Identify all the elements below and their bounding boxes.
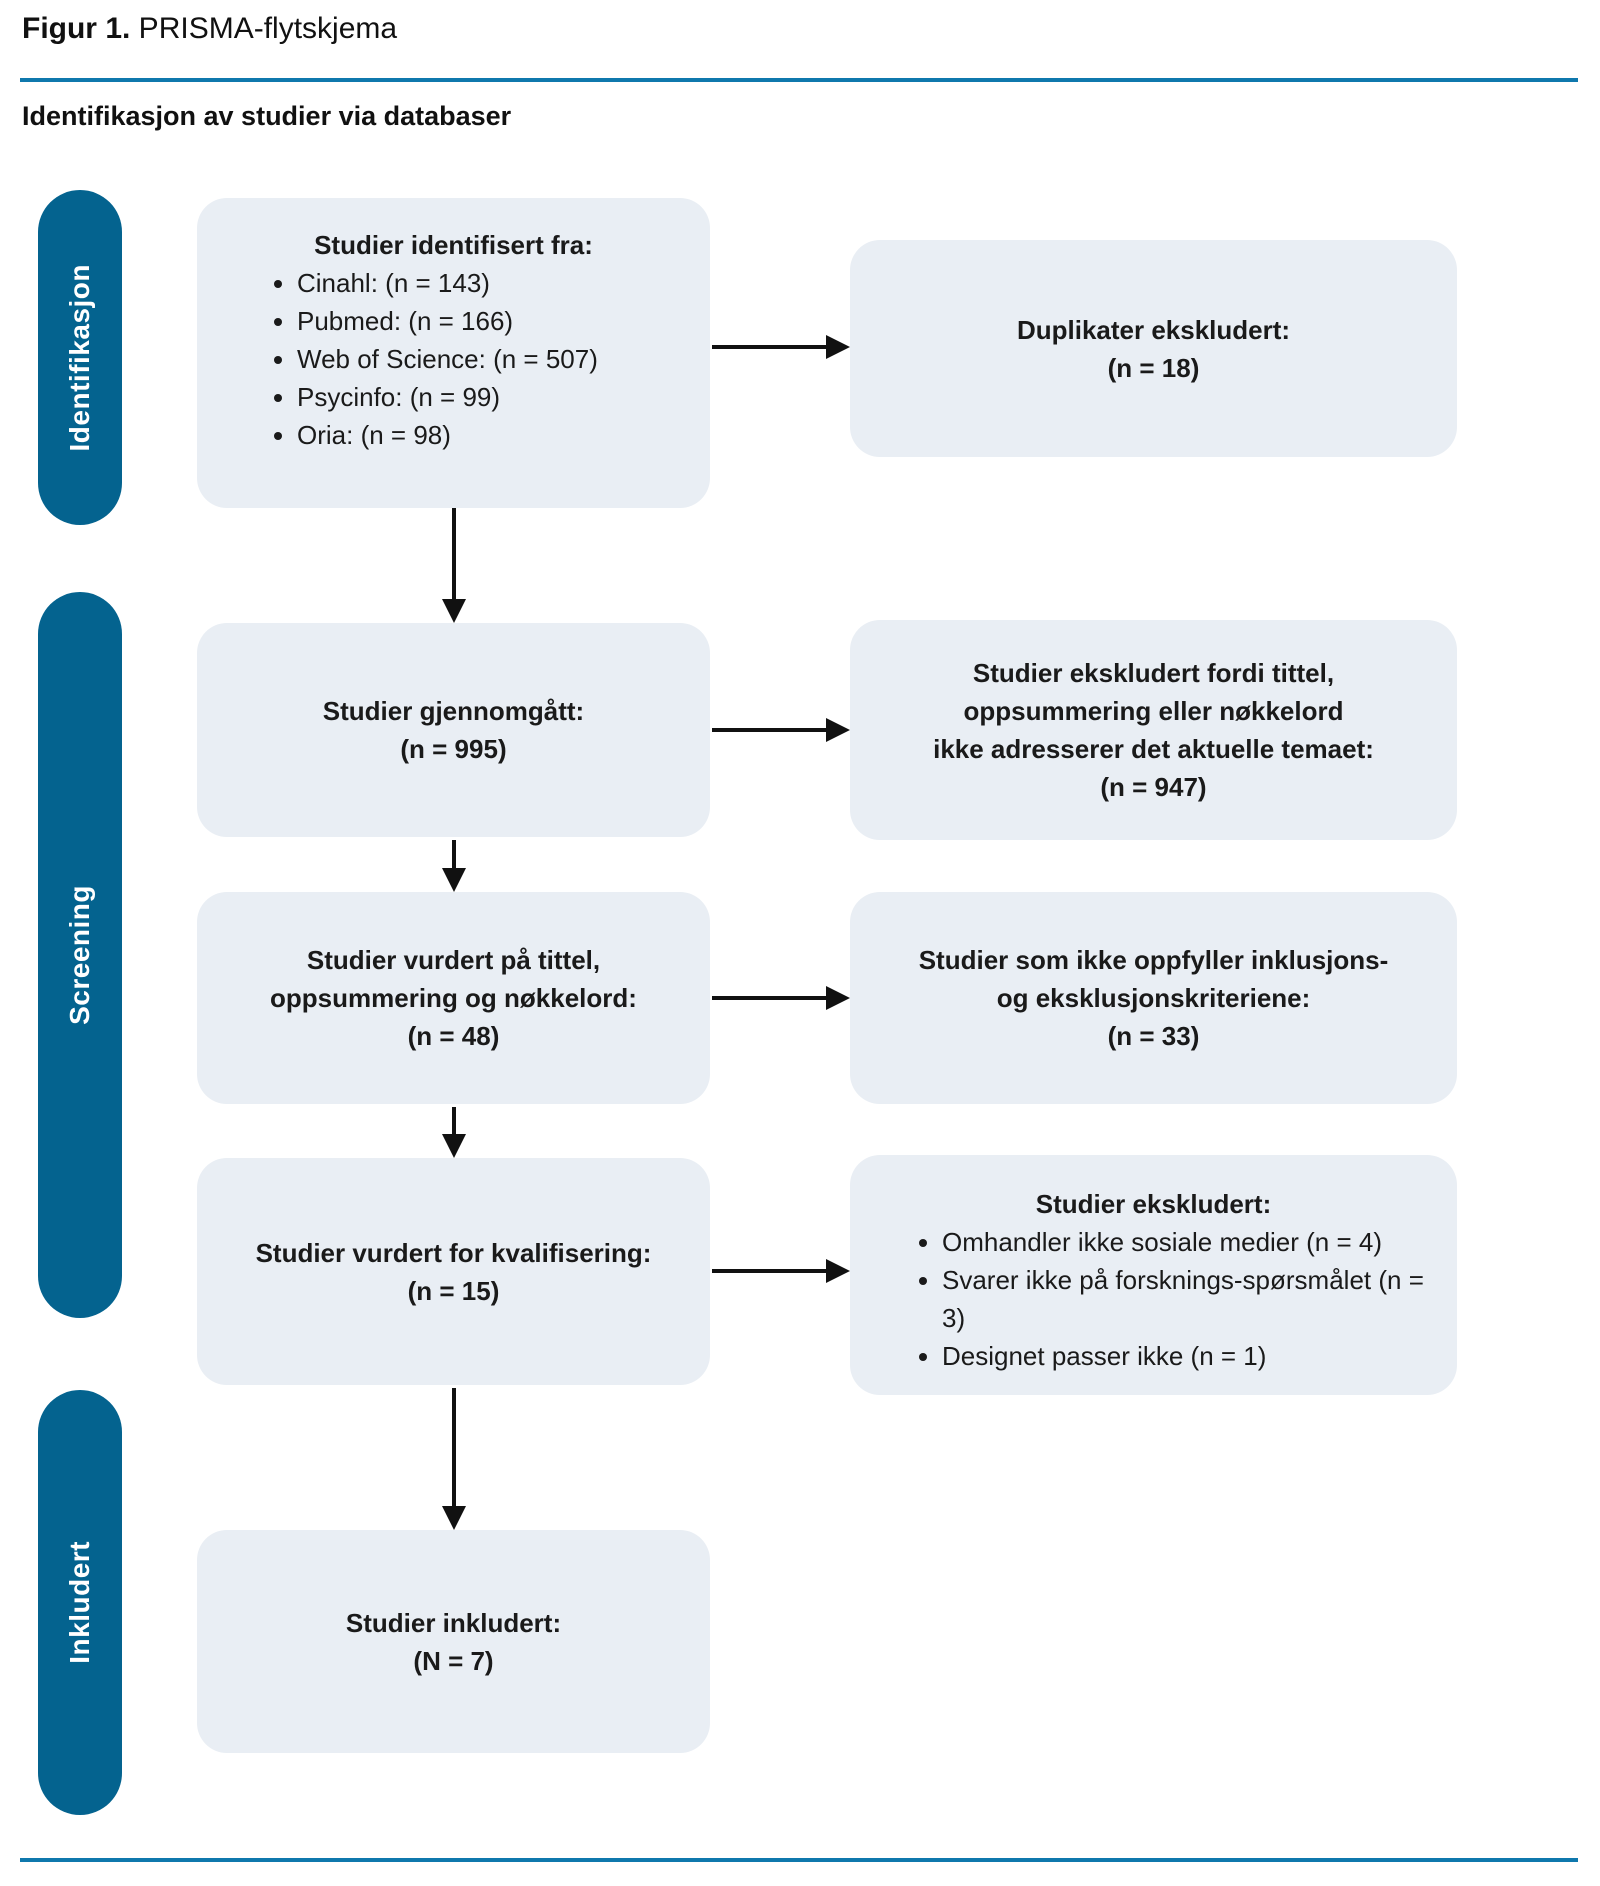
arrow-identified-to-duplicates <box>712 335 850 359</box>
stage-pill-identifikasjon: Identifikasjon <box>38 190 122 525</box>
arrow-eligibility-to-excluded-reasons <box>712 1259 850 1283</box>
box-text-duplicates-excluded: Duplikater ekskludert: (n = 18) <box>1016 314 1291 383</box>
figure-caption-label: Figur 1. <box>22 12 131 45</box>
figure-caption-text: PRISMA-flytskjema <box>130 12 398 45</box>
list-item-oria: Oria: (n = 98) <box>297 416 710 454</box>
box-duplicates-excluded: Duplikater ekskludert: (n = 18) <box>850 240 1457 457</box>
box-header-studies-excluded: Studier ekskludert: <box>1035 1189 1272 1219</box>
box-studies-assessed-title: Studier vurdert på tittel, oppsummering … <box>197 892 710 1104</box>
box-text-studies-screened: Studier gjennomgått: (n = 995) <box>322 696 585 764</box>
stage-pill-label: Identifikasjon <box>64 263 95 452</box>
box-text-excluded-by-title: Studier ekskludert fordi tittel, oppsumm… <box>933 658 1374 802</box>
box-studies-excluded-eligibility: Studier ekskludert: Omhandler ikke sosia… <box>850 1155 1457 1395</box>
box-studies-identified: Studier identifisert fra: Cinahl: (n = 1… <box>197 198 710 508</box>
arrow-screened-to-excluded-title <box>712 718 850 742</box>
box-header-studies-identified: Studier identifisert fra: <box>314 230 593 260</box>
box-excluded-by-title: Studier ekskludert fordi tittel, oppsumm… <box>850 620 1457 840</box>
list-item-cinahl: Cinahl: (n = 143) <box>297 264 710 302</box>
box-excluded-by-criteria: Studier som ikke oppfyller inklusjons- o… <box>850 892 1457 1104</box>
arrow-screened-to-assessed-title <box>442 840 466 892</box>
arrow-assessed-title-to-eligibility <box>442 1107 466 1158</box>
exclusion-reason-list: Omhandler ikke sosiale medier (n = 4) Sv… <box>850 1223 1457 1375</box>
list-item-design-not-fit: Designet passer ikke (n = 1) <box>942 1337 1437 1375</box>
bottom-divider-rule <box>20 1858 1578 1862</box>
database-list: Cinahl: (n = 143) Pubmed: (n = 166) Web … <box>197 264 710 454</box>
list-item-not-research-question: Svarer ikke på forsknings-spørsmålet (n … <box>942 1261 1437 1337</box>
section-heading: Identifikasjon av studier via databaser <box>22 101 512 131</box>
stage-pill-inkludert: Inkludert <box>38 1390 122 1815</box>
list-item-not-social-media: Omhandler ikke sosiale medier (n = 4) <box>942 1223 1437 1261</box>
list-item-web-of-science: Web of Science: (n = 507) <box>297 340 710 378</box>
box-studies-screened: Studier gjennomgått: (n = 995) <box>197 623 710 837</box>
box-studies-assessed-eligibility: Studier vurdert for kvalifisering: (n = … <box>197 1158 710 1385</box>
top-divider-rule <box>20 78 1578 82</box>
stage-pill-screening: Screening <box>38 592 122 1318</box>
stage-pill-label: Inkludert <box>64 1541 95 1664</box>
box-text-studies-assessed-title: Studier vurdert på tittel, oppsummering … <box>270 945 637 1051</box>
box-studies-included: Studier inkludert: (N = 7) <box>197 1530 710 1753</box>
arrow-eligibility-to-included <box>442 1388 466 1530</box>
box-text-excluded-by-criteria: Studier som ikke oppfyller inklusjons- o… <box>918 945 1389 1051</box>
arrow-assessed-to-excluded-criteria <box>712 986 850 1010</box>
box-text-studies-assessed-eligibility: Studier vurdert for kvalifisering: (n = … <box>255 1237 652 1306</box>
figure-caption: Figur 1. PRISMA-flytskjema <box>22 10 397 48</box>
arrow-identified-to-screened <box>442 508 466 623</box>
stage-pill-label: Screening <box>64 885 95 1025</box>
box-text-studies-included: Studier inkludert: (N = 7) <box>345 1607 562 1676</box>
list-item-psycinfo: Psycinfo: (n = 99) <box>297 378 710 416</box>
list-item-pubmed: Pubmed: (n = 166) <box>297 302 710 340</box>
